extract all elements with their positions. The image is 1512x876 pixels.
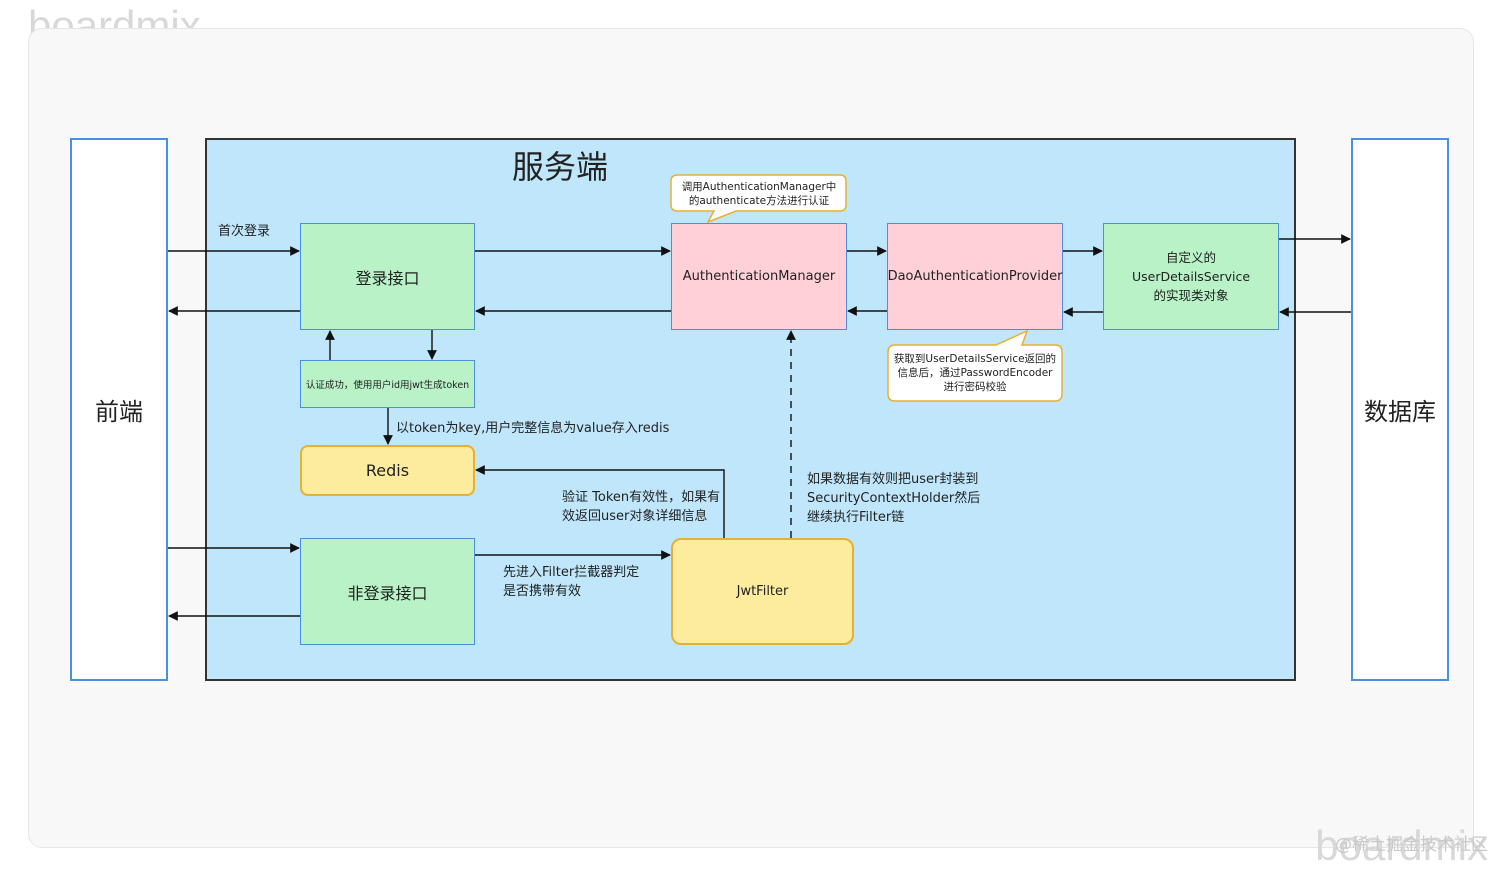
auth-manager-note-line-1: 调用AuthenticationManager中 (681, 181, 837, 193)
dao-note-line-2: 信息后，通过PasswordEncoder (897, 367, 1053, 379)
login-interface-label: 登录接口 (355, 268, 420, 288)
dao-provider-node[interactable]: DaoAuthenticationProvider (887, 223, 1063, 330)
verify-token-line-1: 验证 Token有效性，如果有 (562, 490, 721, 505)
auth-manager-label: AuthenticationManager (682, 269, 836, 284)
auth-manager-note: 调用AuthenticationManager中 的authenticate方法… (676, 180, 842, 208)
auth-manager-callout (670, 174, 847, 224)
valid-user-line-1: 如果数据有效则把user封装到 (807, 472, 979, 487)
dao-note-line-3: 进行密码校验 (943, 381, 1007, 393)
login-interface-node[interactable]: 登录接口 (300, 223, 475, 330)
nonlogin-interface-label: 非登录接口 (347, 583, 428, 603)
auth-success-node[interactable]: 认证成功，使用用户id用jwt生成token (300, 360, 475, 408)
jwt-filter-label: JwtFilter (736, 584, 789, 599)
token-redis-label: 以token为key,用户完整信息为value存入redis (396, 421, 670, 436)
database-label: 数据库 (1364, 398, 1436, 426)
database-lane[interactable]: 数据库 (1351, 138, 1449, 681)
valid-user-line-3: 继续执行Filter链 (807, 510, 905, 525)
frontend-lane[interactable]: 前端 (70, 138, 168, 681)
filter-enter-line-2: 是否携带有效 (503, 584, 582, 599)
arrow-jwtfilter-to-redis (475, 465, 725, 538)
user-details-service-node[interactable]: 自定义的 UserDetailsService 的实现类对象 (1103, 223, 1279, 330)
jwt-filter-node[interactable]: JwtFilter (671, 538, 854, 645)
valid-user-label: 如果数据有效则把user封装到 SecurityContextHolder然后 … (807, 470, 980, 527)
juejin-watermark: @稀土掘金技术社区 (1335, 835, 1488, 855)
verify-token-line-2: 效返回user对象详细信息 (562, 509, 708, 524)
dao-note-line-1: 获取到UserDetailsService返回的 (893, 353, 1057, 365)
dao-provider-label: DaoAuthenticationProvider (887, 269, 1063, 284)
user-details-line-1: 自定义的 (1165, 250, 1216, 265)
valid-user-line-2: SecurityContextHolder然后 (807, 491, 981, 506)
user-details-line-3: 的实现类对象 (1153, 288, 1229, 303)
dao-provider-callout (887, 329, 1063, 402)
redis-label: Redis (365, 461, 410, 480)
server-title: 服务端 (512, 148, 609, 186)
auth-manager-note-line-2: 的authenticate方法进行认证 (688, 195, 830, 207)
user-details-line-2: UserDetailsService (1131, 269, 1251, 284)
auth-manager-node[interactable]: AuthenticationManager (671, 223, 847, 330)
filter-enter-label: 先进入Filter拦截器判定 是否携带有效 (503, 563, 639, 601)
nonlogin-interface-node[interactable]: 非登录接口 (300, 538, 475, 645)
frontend-label: 前端 (95, 398, 143, 426)
boardmix-watermark-bottom: boardmix (1315, 822, 1488, 869)
auth-success-label: 认证成功，使用用户id用jwt生成token (305, 380, 470, 391)
dao-provider-note: 获取到UserDetailsService返回的 信息后，通过PasswordE… (890, 352, 1060, 394)
first-login-label: 首次登录 (218, 224, 271, 239)
redis-node[interactable]: Redis (300, 445, 475, 496)
verify-token-label: 验证 Token有效性，如果有 效返回user对象详细信息 (562, 488, 720, 526)
filter-enter-line-1: 先进入Filter拦截器判定 (503, 565, 640, 580)
